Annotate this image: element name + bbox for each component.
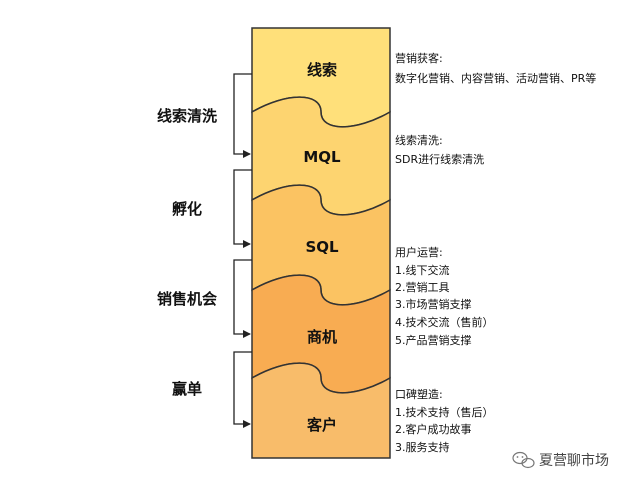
phase-label-sales-opportunity: 销售机会 (157, 290, 217, 308)
phase-labels: 线索清洗 孵化 销售机会 赢单 (157, 107, 217, 398)
stage-label-sql: SQL (305, 238, 339, 256)
note-title: 口碑塑造: (395, 387, 443, 401)
note-marketing-acquisition: 营销获客: 数字化营销、内容营销、活动营销、PR等 (395, 51, 596, 85)
phase-label-incubation: 孵化 (172, 200, 202, 218)
note-item: 3.服务支持 (395, 440, 450, 454)
stage-label-opportunity: 商机 (307, 328, 337, 346)
phase-label-won: 赢单 (172, 380, 202, 398)
note-title: 线索清洗: (395, 133, 443, 147)
phase-label-lead-cleaning: 线索清洗 (157, 107, 217, 125)
stage-block-customer (251, 362, 391, 459)
note-reputation-building: 口碑塑造: 1.技术支持（售后） 2.客户成功故事 3.服务支持 (395, 387, 494, 454)
note-title: 用户运营: (395, 245, 443, 259)
note-title: 营销获客: (395, 51, 443, 65)
watermark-text: 夏营聊市场 (539, 452, 609, 469)
note-item: 4.技术交流（售前） (395, 315, 494, 329)
bracket-mql-to-sql (233, 169, 252, 248)
bracket-lead-to-mql (233, 73, 252, 158)
bracket-opportunity-to-customer (233, 351, 252, 428)
phase-brackets (233, 73, 252, 428)
note-item: 数字化营销、内容营销、活动营销、PR等 (395, 71, 596, 85)
note-lead-cleaning: 线索清洗: SDR进行线索清洗 (395, 133, 484, 166)
note-item: 1.线下交流 (395, 263, 450, 277)
wechat-icon (512, 451, 535, 469)
note-item: 1.技术支持（售后） (395, 405, 494, 419)
watermark: 夏营聊市场 (512, 451, 609, 469)
note-item: SDR进行线索清洗 (395, 152, 484, 166)
stage-label-lead: 线索 (307, 61, 337, 79)
note-item: 2.客户成功故事 (395, 422, 472, 436)
note-user-operations: 用户运营: 1.线下交流 2.营销工具 3.市场营销支撑 4.技术交流（售前） … (395, 245, 494, 347)
note-item: 3.市场营销支撑 (395, 297, 472, 311)
stage-notes: 营销获客: 数字化营销、内容营销、活动营销、PR等 线索清洗: SDR进行线索清… (395, 51, 596, 454)
stage-label-customer: 客户 (306, 416, 337, 434)
stage-stack: 线索 MQL SQL 商机 客户 (251, 27, 391, 459)
note-item: 5.产品营销支撑 (395, 333, 472, 347)
stage-label-mql: MQL (303, 148, 341, 166)
note-item: 2.营销工具 (395, 280, 450, 294)
bracket-sql-to-opportunity (233, 259, 252, 338)
